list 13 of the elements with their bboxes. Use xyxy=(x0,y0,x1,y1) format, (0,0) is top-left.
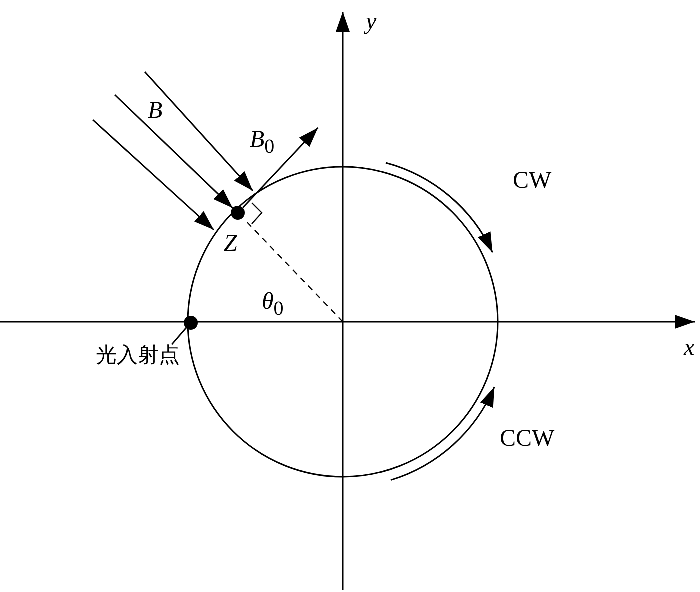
angle-label: θ$_{0}$ xyxy=(262,290,284,319)
axis-label: y xyxy=(366,10,377,34)
point-label: 光入射点 xyxy=(96,345,180,366)
arrow xyxy=(114,94,234,209)
direction-label: CW xyxy=(513,169,552,193)
point-label: Z xyxy=(224,232,238,256)
point-dot xyxy=(184,316,198,330)
vector-label: B xyxy=(148,99,163,123)
axis-label: x xyxy=(684,336,695,360)
arrow xyxy=(242,127,319,208)
direction-label: CCW xyxy=(500,427,555,451)
leader-line xyxy=(171,328,187,346)
point-dot xyxy=(231,206,245,220)
